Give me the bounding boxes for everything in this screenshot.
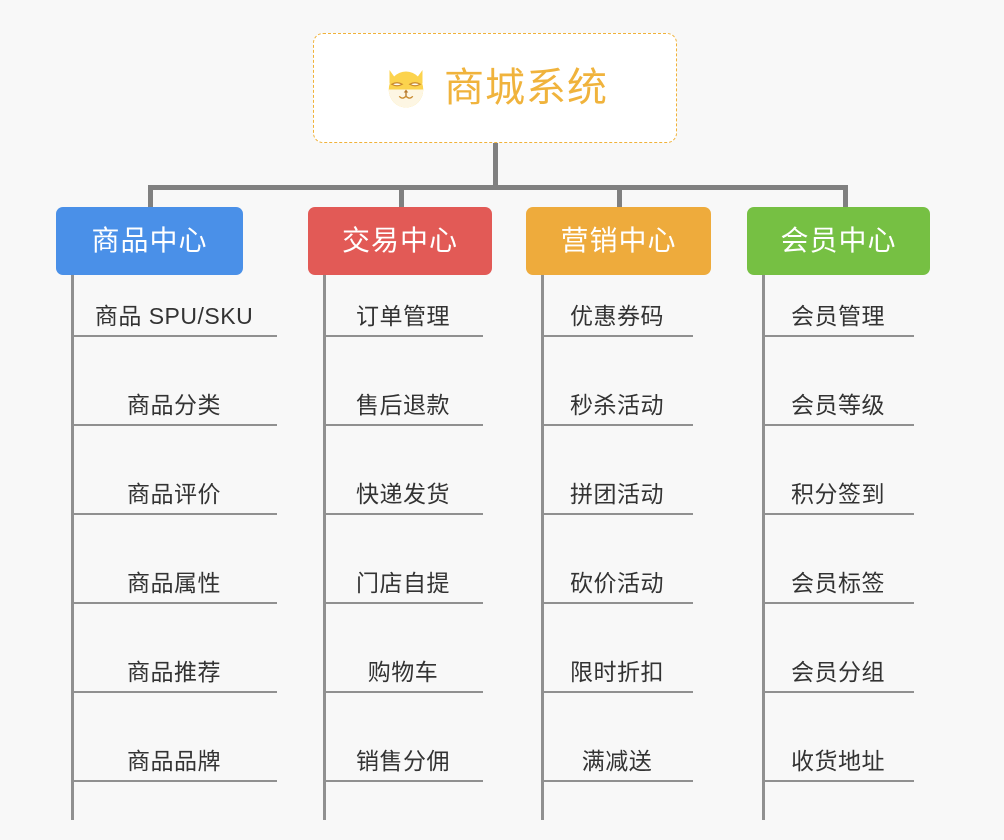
leaf-item[interactable]: 售后退款 bbox=[323, 364, 483, 426]
leaf-item[interactable]: 商品 SPU/SKU bbox=[71, 275, 277, 337]
leaf-item-label: 商品分类 bbox=[127, 392, 221, 419]
leaf-spine-0 bbox=[71, 275, 74, 820]
leaf-item[interactable]: 限时折扣 bbox=[541, 631, 693, 693]
connector-drop-1 bbox=[148, 185, 153, 207]
leaf-item[interactable]: 商品品牌 bbox=[71, 720, 277, 782]
leaf-item-label: 会员分组 bbox=[791, 659, 885, 686]
leaf-item-label: 订单管理 bbox=[356, 303, 450, 330]
leaf-spine-1 bbox=[323, 275, 326, 820]
category-box-0[interactable]: 商品中心 bbox=[56, 207, 243, 275]
leaf-item-label: 收货地址 bbox=[791, 748, 885, 775]
leaf-item-label: 会员等级 bbox=[791, 392, 885, 419]
leaf-item[interactable]: 积分签到 bbox=[762, 453, 914, 515]
connector-drop-3 bbox=[617, 185, 622, 207]
category-label-3: 会员中心 bbox=[780, 225, 897, 256]
leaf-column-2 bbox=[541, 275, 693, 820]
leaf-item-label: 秒杀活动 bbox=[570, 392, 664, 419]
leaf-item-label: 积分签到 bbox=[791, 481, 885, 508]
leaf-item-label: 商品 SPU/SKU bbox=[94, 303, 254, 330]
leaf-item[interactable]: 商品分类 bbox=[71, 364, 277, 426]
leaf-item[interactable]: 砍价活动 bbox=[541, 542, 693, 604]
leaf-item[interactable]: 商品属性 bbox=[71, 542, 277, 604]
leaf-item[interactable]: 快递发货 bbox=[323, 453, 483, 515]
leaf-item[interactable]: 拼团活动 bbox=[541, 453, 693, 515]
leaf-item[interactable]: 会员分组 bbox=[762, 631, 914, 693]
leaf-item-label: 限时折扣 bbox=[570, 659, 664, 686]
connector-drop-4 bbox=[843, 185, 848, 207]
leaf-item-label: 快递发货 bbox=[356, 481, 450, 508]
leaf-item-label: 商品评价 bbox=[127, 481, 221, 508]
leaf-item[interactable]: 销售分佣 bbox=[323, 720, 483, 782]
leaf-item[interactable]: 商品推荐 bbox=[71, 631, 277, 693]
leaf-spine-2 bbox=[541, 275, 544, 820]
connector-bus bbox=[148, 185, 848, 190]
leaf-item[interactable]: 优惠券码 bbox=[541, 275, 693, 337]
category-label-1: 交易中心 bbox=[341, 225, 458, 256]
leaf-item-label: 购物车 bbox=[367, 659, 439, 686]
leaf-item[interactable]: 收货地址 bbox=[762, 720, 914, 782]
leaf-item-label: 售后退款 bbox=[356, 392, 450, 419]
leaf-column-1 bbox=[323, 275, 483, 820]
leaf-item[interactable]: 会员标签 bbox=[762, 542, 914, 604]
leaf-item-label: 销售分佣 bbox=[356, 748, 450, 775]
leaf-spine-3 bbox=[762, 275, 765, 820]
leaf-item[interactable]: 会员管理 bbox=[762, 275, 914, 337]
leaf-item[interactable]: 订单管理 bbox=[323, 275, 483, 337]
connector-drop-2 bbox=[399, 185, 404, 207]
shiba-dog-icon bbox=[388, 70, 424, 108]
leaf-item-label: 商品品牌 bbox=[127, 748, 221, 775]
leaf-item[interactable]: 购物车 bbox=[323, 631, 483, 693]
category-box-2[interactable]: 营销中心 bbox=[526, 207, 711, 275]
leaf-column-0 bbox=[71, 275, 277, 820]
root-title: 商城系统 bbox=[444, 66, 608, 110]
leaf-item[interactable]: 门店自提 bbox=[323, 542, 483, 604]
category-box-1[interactable]: 交易中心 bbox=[308, 207, 492, 275]
leaf-item-label: 会员管理 bbox=[791, 303, 885, 330]
leaf-item-label: 门店自提 bbox=[356, 570, 450, 597]
leaf-item-label: 会员标签 bbox=[791, 570, 885, 597]
leaf-item-label: 拼团活动 bbox=[570, 481, 664, 508]
category-box-3[interactable]: 会员中心 bbox=[747, 207, 930, 275]
connector-root-stem bbox=[493, 143, 498, 189]
root-node[interactable]: 商城系统 bbox=[313, 33, 677, 143]
leaf-item-label: 商品属性 bbox=[127, 570, 221, 597]
leaf-item-label: 优惠券码 bbox=[570, 303, 664, 330]
leaf-item[interactable]: 商品评价 bbox=[71, 453, 277, 515]
category-label-0: 商品中心 bbox=[91, 225, 208, 256]
leaf-item[interactable]: 秒杀活动 bbox=[541, 364, 693, 426]
leaf-column-3 bbox=[762, 275, 914, 820]
category-label-2: 营销中心 bbox=[560, 225, 677, 256]
leaf-item[interactable]: 会员等级 bbox=[762, 364, 914, 426]
leaf-item-label: 商品推荐 bbox=[127, 659, 221, 686]
leaf-item[interactable]: 满减送 bbox=[541, 720, 693, 782]
leaf-item-label: 砍价活动 bbox=[570, 570, 664, 597]
leaf-item-label: 满减送 bbox=[581, 748, 653, 775]
